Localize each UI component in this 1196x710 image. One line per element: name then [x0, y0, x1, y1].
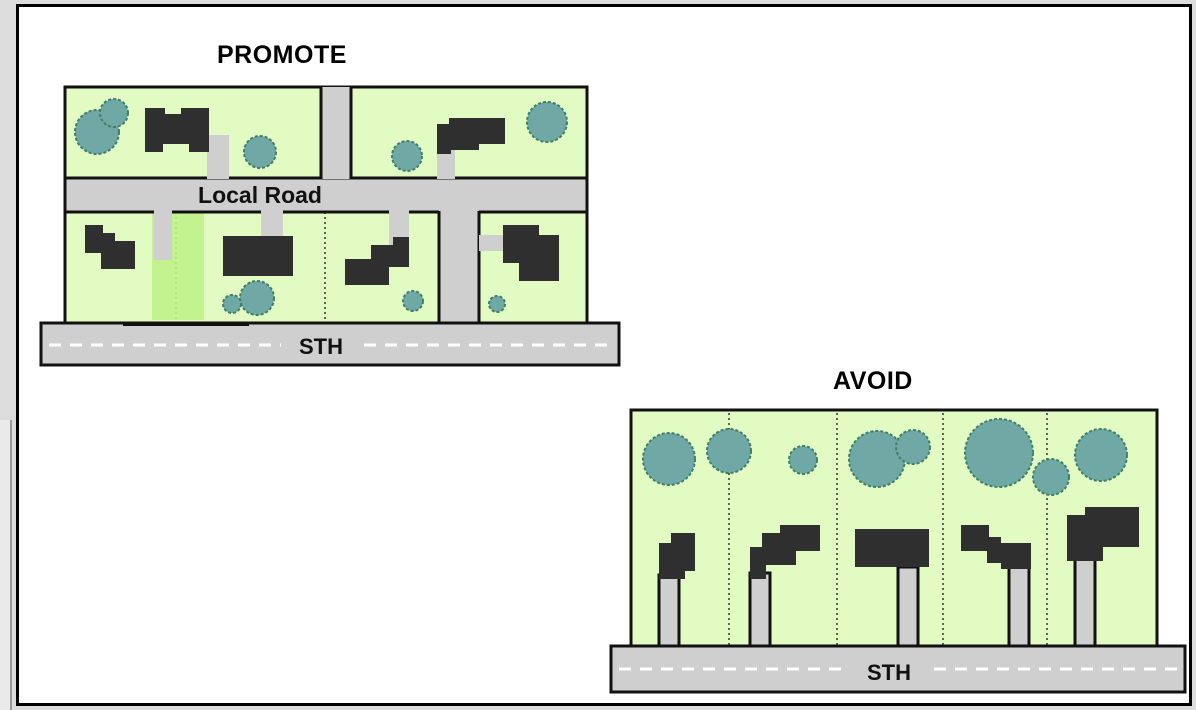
tree	[239, 280, 275, 316]
local-road-connector	[439, 210, 479, 326]
tree	[488, 295, 506, 313]
diagram-frame: .lot { fill:#e2fbc2; stroke:#111; stroke…	[16, 4, 1192, 706]
promote-layout: Local Road STH	[39, 85, 621, 367]
tree	[895, 429, 931, 465]
driveway	[1073, 555, 1097, 650]
house-building	[223, 236, 293, 276]
avoid-title: AVOID	[833, 367, 913, 395]
driveway	[748, 571, 772, 650]
tree	[788, 445, 818, 475]
driveway	[896, 565, 920, 650]
tree	[99, 98, 129, 128]
tree	[642, 432, 696, 486]
tree	[1074, 428, 1128, 482]
highway-label: STH	[867, 660, 911, 685]
driveway	[657, 573, 681, 650]
house-building	[345, 237, 409, 285]
avoid-layout: STH	[609, 408, 1187, 694]
driveway	[261, 210, 283, 240]
label-backdrop	[281, 333, 361, 359]
tree	[706, 428, 752, 474]
tree	[526, 101, 568, 143]
house-building	[1067, 507, 1139, 561]
driveway	[207, 135, 229, 179]
promote-title: PROMOTE	[217, 41, 347, 69]
house-building	[145, 108, 209, 152]
tree	[1032, 458, 1070, 496]
local-road-stub	[321, 87, 351, 179]
tree	[243, 135, 277, 169]
tree	[222, 294, 242, 314]
house-building	[503, 225, 559, 281]
tree	[964, 418, 1034, 488]
driveway	[479, 235, 507, 251]
house-building	[437, 118, 505, 154]
house-building	[659, 533, 695, 579]
house-building	[750, 525, 820, 579]
tree	[848, 430, 906, 488]
driveway	[154, 210, 172, 260]
label-backdrop	[847, 657, 931, 685]
house-building	[855, 529, 929, 567]
driveway	[1007, 557, 1031, 650]
tree	[391, 140, 423, 172]
local-road-label: Local Road	[198, 182, 322, 208]
local-road	[63, 176, 589, 214]
side-strip	[0, 420, 12, 710]
house-building	[85, 225, 135, 269]
house-building	[961, 525, 1031, 569]
tree	[402, 290, 424, 312]
diagram-canvas: .lot { fill:#e2fbc2; stroke:#111; stroke…	[39, 85, 1187, 694]
highway-label: STH	[299, 334, 343, 359]
